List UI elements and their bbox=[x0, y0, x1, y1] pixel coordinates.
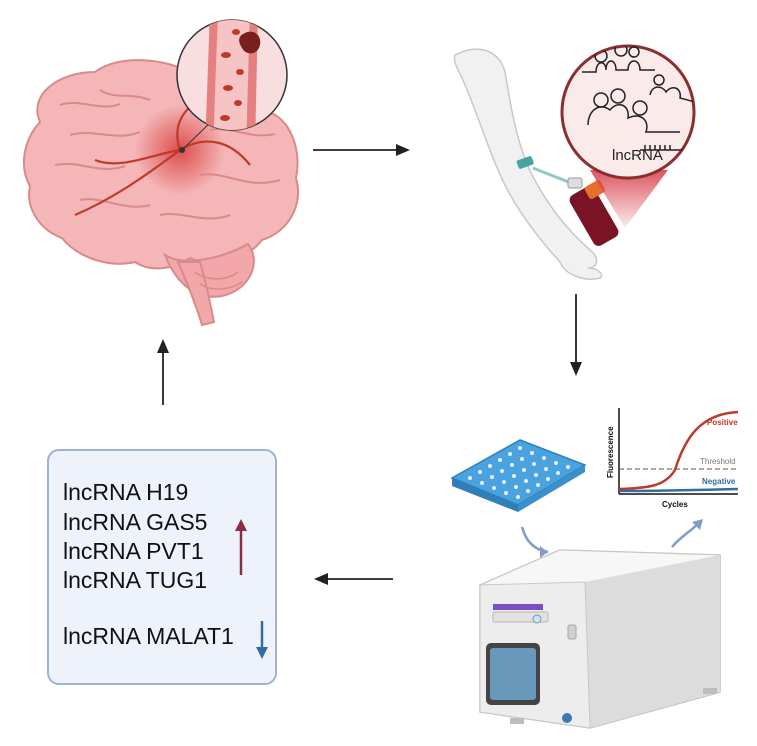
y-axis-label: Fluorescence bbox=[606, 426, 615, 478]
brain-to-arm-arrow bbox=[313, 144, 410, 156]
lncrna-item-gas5: lncRNA GAS5 bbox=[63, 509, 208, 535]
positive-curve bbox=[618, 410, 739, 491]
rna-bubble-icon: lncRNA bbox=[560, 44, 696, 228]
x-axis-label: Cycles bbox=[662, 500, 688, 509]
results-to-brain-arrow bbox=[157, 339, 169, 405]
arm-blood-draw-icon bbox=[453, 48, 619, 280]
lncrna-item-h19: lncRNA H19 bbox=[63, 479, 189, 505]
pcr-plate-icon bbox=[450, 439, 587, 512]
plate-to-machine-arrow bbox=[520, 526, 549, 554]
lncrna-results-box: lncRNA H19 lncRNA GAS5 lncRNA PVT1 lncRN… bbox=[47, 449, 277, 685]
machine-to-results-arrow bbox=[314, 573, 393, 585]
blood-vessel-magnifier-icon bbox=[176, 19, 288, 131]
lncrna-bubble-label: lncRNA bbox=[612, 147, 663, 164]
lncrna-item-malat1: lncRNA MALAT1 bbox=[63, 623, 234, 649]
negative-label: Negative bbox=[702, 477, 736, 486]
lncrna-item-pvt1: lncRNA PVT1 bbox=[63, 538, 204, 564]
negative-curve bbox=[618, 487, 739, 493]
arm-to-analysis-arrow bbox=[570, 294, 582, 376]
qpcr-machine-icon bbox=[479, 549, 721, 729]
upregulated-arrow-icon bbox=[235, 519, 247, 575]
qpcr-amplification-chart: Positive Threshold Negative Fluorescence… bbox=[606, 408, 738, 509]
downregulated-arrow-icon bbox=[256, 621, 268, 659]
threshold-label: Threshold bbox=[700, 457, 736, 466]
positive-label: Positive bbox=[707, 418, 738, 427]
lncrna-item-tug1: lncRNA TUG1 bbox=[63, 567, 208, 593]
